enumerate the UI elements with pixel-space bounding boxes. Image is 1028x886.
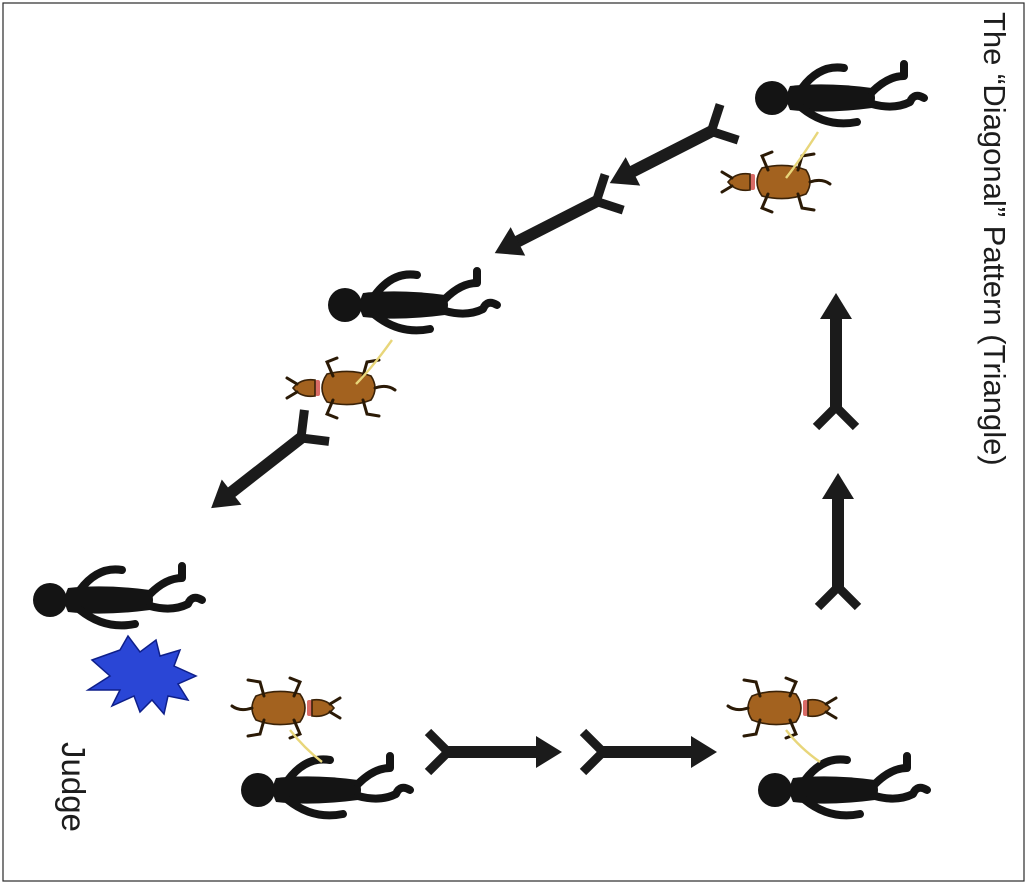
arrow-bottom-1 bbox=[428, 732, 562, 772]
handler-figure-bottom-left bbox=[241, 756, 410, 815]
dog-figure-top-right bbox=[720, 150, 832, 214]
judge-figure bbox=[33, 566, 202, 625]
arrow-diagonal-2 bbox=[486, 174, 624, 270]
dog-figure-diagonal bbox=[285, 356, 397, 420]
dog-figure-bottom-left bbox=[230, 676, 342, 740]
judge-burst-marker bbox=[85, 634, 198, 716]
handler-figure-bottom-right bbox=[758, 756, 927, 815]
arrow-right-1 bbox=[818, 473, 858, 607]
arrow-diagonal-1 bbox=[601, 104, 739, 200]
leash-bottom-left bbox=[289, 729, 323, 763]
leash-bottom-right bbox=[785, 729, 821, 763]
handler-figure-top-right bbox=[755, 64, 924, 123]
arrow-diagonal-3 bbox=[199, 410, 329, 524]
leash-top-right bbox=[785, 131, 820, 179]
diagram-title: The “Diagonal” Pattern (Triangle) bbox=[977, 12, 1012, 466]
dog-figure-bottom-right bbox=[726, 676, 838, 740]
judge-label: Judge bbox=[55, 742, 92, 832]
handler-figure-diagonal bbox=[328, 271, 497, 330]
arrow-bottom-2 bbox=[583, 732, 717, 772]
leash-diagonal bbox=[355, 339, 393, 385]
arrow-right-2 bbox=[816, 293, 856, 427]
